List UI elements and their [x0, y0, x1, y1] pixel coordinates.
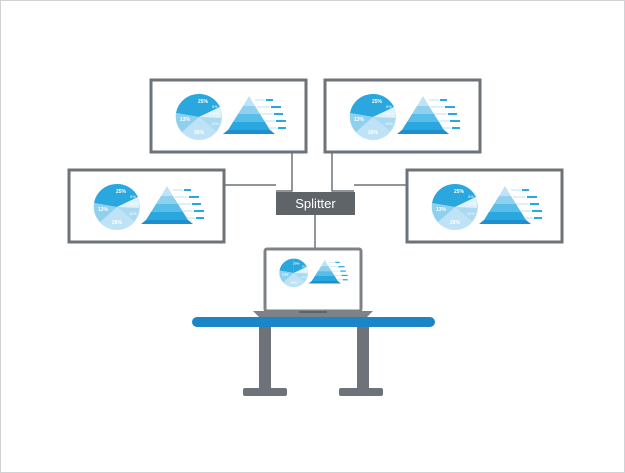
splitter-box-icon — [276, 192, 355, 215]
monitor-top-right — [323, 78, 482, 154]
monitor-icon — [323, 78, 482, 154]
connector-wires — [225, 152, 407, 249]
monitor-icon — [149, 78, 308, 154]
table-leg-left — [259, 327, 271, 389]
monitor-right — [405, 168, 564, 244]
table-leg-right — [357, 327, 369, 389]
table-foot-left — [243, 388, 287, 396]
table-top — [192, 317, 435, 327]
monitor-icon — [405, 168, 564, 244]
monitor-icon — [67, 168, 226, 244]
splitter-label: Splitter — [295, 196, 336, 211]
table — [192, 317, 435, 396]
laptop-trackpad-notch — [299, 311, 327, 313]
splitter-box: Splitter — [276, 192, 355, 215]
monitor-left — [67, 168, 226, 244]
monitor-top-left — [149, 78, 308, 154]
laptop-base — [253, 311, 373, 317]
laptop — [253, 247, 373, 317]
wire-top-left — [276, 152, 293, 192]
table-foot-right — [339, 388, 383, 396]
wire-top-right — [331, 152, 354, 192]
